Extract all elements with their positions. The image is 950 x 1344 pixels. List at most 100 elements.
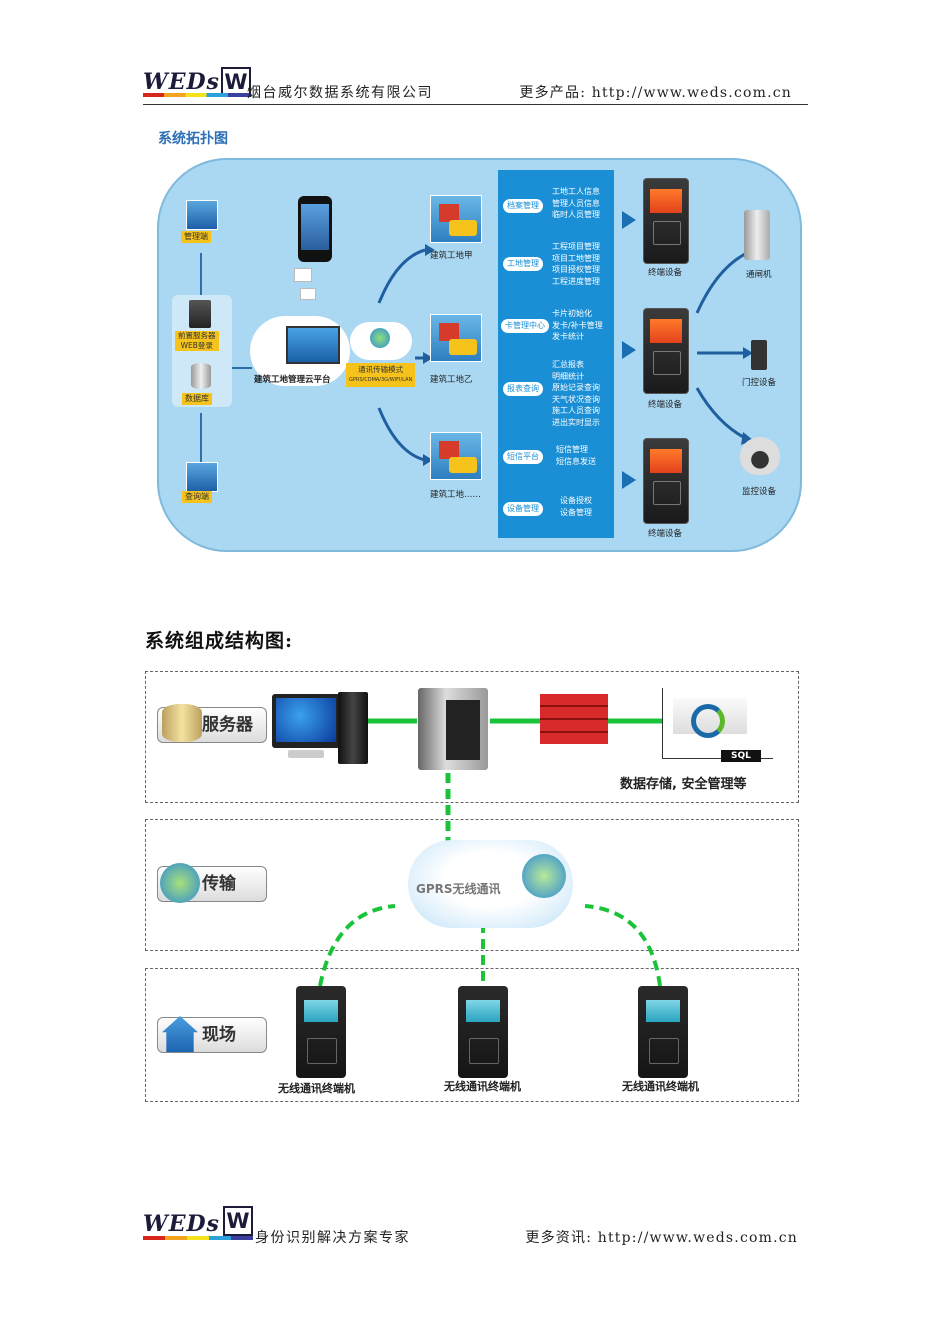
arrow-monitor bbox=[695, 387, 746, 440]
module-items: 工程项目管理 项目工地管理 项目授权管理 工程进度管理 bbox=[552, 242, 600, 286]
server-zone-text: 服务器 bbox=[202, 715, 253, 735]
house-icon bbox=[162, 1016, 198, 1052]
sql-server-box: SQL bbox=[662, 688, 773, 762]
module-items: 汇总报表 明细统计 原始记录查询 天气状况查询 施工人员查询 进出实时显示 bbox=[552, 360, 600, 427]
wireless-terminal-icon bbox=[638, 986, 688, 1078]
server-tower-icon bbox=[418, 688, 488, 770]
comm-mode-label: 通讯传输模式 GPRS/CDMA/3G/WIFI/LAN bbox=[346, 363, 416, 387]
page-footer: WEDs W 身份识别解决方案专家 更多资讯: http://www.weds.… bbox=[143, 1206, 808, 1246]
transport-zone-text: 传输 bbox=[202, 874, 236, 894]
site-a-label: 建筑工地甲 bbox=[430, 251, 473, 261]
transport-zone bbox=[145, 819, 799, 951]
module-items: 设备授权 设备管理 bbox=[560, 496, 592, 517]
admin-user-icon bbox=[186, 200, 218, 230]
monitor-label: 监控设备 bbox=[742, 487, 777, 497]
door-control-icon bbox=[751, 340, 767, 370]
door-label: 门控设备 bbox=[742, 378, 777, 388]
terminal-label: 终端设备 bbox=[648, 400, 683, 410]
front-server-text: 前置服务器 bbox=[178, 331, 216, 340]
more-info-link[interactable]: 更多资讯: http://www.weds.com.cn bbox=[525, 1230, 798, 1246]
more-products-link[interactable]: 更多产品: http://www.weds.com.cn bbox=[519, 85, 792, 101]
globe-icon bbox=[160, 863, 200, 903]
globe-icon bbox=[522, 854, 566, 898]
link-cloud-terminal-3 bbox=[584, 904, 662, 987]
module-tag: 设备管理 bbox=[503, 502, 543, 516]
topology-title: 系统拓扑图 bbox=[158, 131, 228, 147]
logo-text: WEDs bbox=[143, 69, 220, 95]
footer-slogan: 身份识别解决方案专家 bbox=[255, 1230, 410, 1246]
module-items: 卡片初始化 发卡/补卡管理 发卡统计 bbox=[552, 309, 603, 341]
message-icon bbox=[294, 268, 312, 282]
wireless-terminal-icon bbox=[458, 986, 508, 1078]
site-b-label: 建筑工地乙 bbox=[430, 375, 473, 385]
query-user-icon bbox=[186, 462, 218, 492]
web-login-text: WEB登录 bbox=[180, 341, 213, 350]
gprs-label: GPRS无线通讯 bbox=[416, 882, 501, 896]
arrow-gate bbox=[695, 251, 748, 314]
site-c-icon bbox=[430, 432, 482, 480]
company-name: 烟台威尔数据系统有限公司 bbox=[247, 85, 433, 101]
server-zone-label: 服务器 bbox=[157, 704, 267, 743]
query-label: 查询端 bbox=[182, 491, 212, 503]
logo-color-bar bbox=[143, 1236, 253, 1240]
module-tag: 工地管理 bbox=[503, 257, 543, 271]
page-header: WEDs W 烟台威尔数据系统有限公司 更多产品: http://www.wed… bbox=[143, 66, 808, 105]
terminal-device-icon bbox=[622, 438, 689, 524]
gate-label: 通闸机 bbox=[746, 270, 772, 280]
server-icon bbox=[189, 300, 211, 328]
weds-logo: WEDs W bbox=[143, 66, 251, 98]
pc-tower-icon bbox=[338, 692, 368, 764]
module-tag: 报表查询 bbox=[503, 382, 543, 396]
comm-sub-text: GPRS/CDMA/3G/WIFI/LAN bbox=[349, 377, 413, 383]
link-cloud-terminal-1 bbox=[318, 904, 396, 987]
terminal-device-icon bbox=[622, 178, 689, 264]
site-zone-label: 现场 bbox=[157, 1016, 267, 1053]
logo-mark: W bbox=[223, 1206, 253, 1236]
terminal-caption: 无线通讯终端机 bbox=[622, 1080, 699, 1093]
site-zone bbox=[145, 968, 799, 1102]
sql-label: SQL bbox=[721, 750, 761, 762]
module-tag: 短信平台 bbox=[503, 450, 543, 464]
module-items: 工地工人信息 管理人员信息 临时人员管理 bbox=[552, 187, 600, 219]
transport-zone-label: 传输 bbox=[157, 863, 267, 903]
monitor-icon bbox=[286, 326, 340, 364]
firewall-icon bbox=[540, 694, 608, 744]
arrow-site-a bbox=[377, 248, 426, 304]
module-items: 短信管理 短信息发送 bbox=[556, 445, 596, 466]
camera-icon bbox=[740, 437, 780, 475]
site-b-icon bbox=[430, 314, 482, 362]
terminal-caption: 无线通讯终端机 bbox=[444, 1080, 521, 1093]
cloud-platform-label: 建筑工地管理云平台 bbox=[254, 375, 331, 385]
comm-mode-text: 通讯传输模式 bbox=[358, 365, 404, 374]
site-zone-text: 现场 bbox=[202, 1025, 236, 1045]
desktop-monitor-icon bbox=[272, 694, 340, 748]
globe-icon bbox=[370, 328, 390, 348]
turnstile-icon bbox=[744, 210, 770, 260]
arrow-site-c bbox=[377, 407, 426, 462]
server-zone bbox=[145, 671, 799, 803]
terminal-caption: 无线通讯终端机 bbox=[278, 1082, 355, 1095]
wireless-terminal-icon bbox=[296, 986, 346, 1078]
terminal-label: 终端设备 bbox=[648, 529, 683, 539]
module-tag: 卡管理中心 bbox=[501, 319, 549, 333]
storage-note: 数据存储, 安全管理等 bbox=[620, 777, 747, 792]
terminal-label: 终端设备 bbox=[648, 268, 683, 278]
database-icon bbox=[191, 363, 211, 389]
monitor-stand-icon bbox=[288, 750, 324, 758]
logo-color-bar bbox=[143, 93, 249, 97]
smartphone-icon bbox=[298, 196, 332, 262]
database-icon bbox=[162, 704, 202, 742]
site-a-icon bbox=[430, 195, 482, 243]
front-server-label: 前置服务器 WEB登录 bbox=[175, 331, 219, 351]
module-tag: 档案管理 bbox=[503, 199, 543, 213]
admin-label: 管理端 bbox=[181, 231, 211, 243]
logo-text: WEDs bbox=[143, 1211, 220, 1237]
module-panel bbox=[498, 170, 614, 538]
message-icon bbox=[300, 288, 316, 300]
database-label: 数据库 bbox=[182, 393, 212, 405]
composition-connectors bbox=[318, 718, 663, 987]
terminal-device-icon bbox=[622, 308, 689, 394]
sql-logo-icon bbox=[691, 704, 725, 738]
site-c-label: 建筑工地…… bbox=[430, 490, 482, 500]
weds-logo: WEDs W bbox=[143, 1206, 253, 1240]
